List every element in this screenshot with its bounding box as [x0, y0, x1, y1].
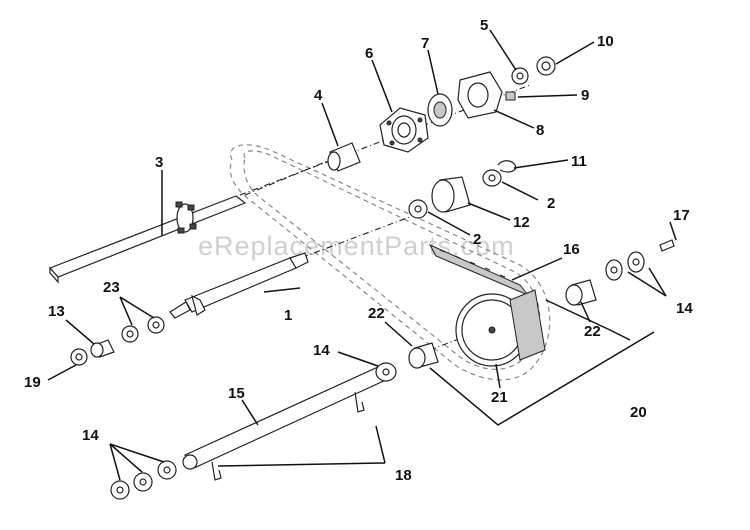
callout-15: 15: [228, 385, 245, 402]
callout-9: 9: [581, 87, 589, 104]
callout-2-lower: 2: [473, 231, 481, 248]
chain-outline: [229, 144, 551, 381]
callout-14-right: 14: [676, 300, 693, 317]
part-2-lower-washer: [408, 199, 428, 219]
part-21-sprocket: [455, 289, 546, 367]
callout-16: 16: [563, 241, 580, 258]
callout-14-upper: 14: [313, 342, 330, 359]
shaft-sprocket: [175, 201, 197, 234]
axis-lines: [239, 84, 531, 351]
callout-12: 12: [513, 214, 530, 231]
callout-14-lower: 14: [82, 427, 99, 444]
callout-11: 11: [571, 153, 587, 170]
part-17-bolt: [659, 239, 675, 252]
callout-1: 1: [284, 307, 292, 324]
callout-7: 7: [421, 35, 429, 52]
callout-18: 18: [395, 467, 412, 484]
part-11-clip: [497, 160, 517, 173]
part-13-spacer: [90, 339, 115, 358]
callout-4: 4: [314, 87, 323, 104]
part-23-washers: [121, 316, 165, 343]
part-15-pivot-rod: [182, 366, 389, 470]
part-8-plate: [457, 71, 503, 119]
leader-lines: [47, 29, 677, 481]
part-22-left-bushing: [408, 342, 439, 369]
part-9-small-nut: [505, 91, 516, 101]
callout-17: 17: [673, 207, 690, 224]
callout-19: 19: [24, 374, 41, 391]
part-19-nut: [70, 348, 88, 366]
callout-20: 20: [630, 404, 647, 421]
part-18-hairpin-clips: [211, 391, 365, 481]
callout-10: 10: [597, 33, 614, 50]
callout-2-upper: 2: [547, 195, 555, 212]
part-6-flange: [379, 107, 429, 153]
part-2-upper-washer: [482, 169, 502, 187]
part-1-threaded-shaft: [169, 252, 309, 319]
part-10-nut: [536, 56, 556, 76]
part-14-right-washers: [605, 251, 645, 281]
callout-22-left: 22: [368, 305, 385, 322]
callout-labels: 1 2 2 3 4 5 6 7 8 9 10 11 12 13 14 14 14…: [24, 17, 693, 484]
part-14-lower-washers: [110, 460, 177, 500]
callout-13: 13: [48, 303, 65, 320]
callout-3: 3: [155, 154, 163, 171]
callout-22-right: 22: [584, 323, 601, 340]
part-5-washer: [511, 67, 529, 85]
callout-8: 8: [536, 122, 544, 139]
callout-5: 5: [480, 17, 488, 34]
part-14-upper-washer: [375, 362, 397, 382]
watermark-text: eReplacementParts.com: [198, 231, 515, 261]
part-7-bearing: [427, 93, 453, 127]
part-3-shaft: [48, 195, 247, 284]
callout-21: 21: [491, 389, 508, 406]
part-22-right-bushing: [565, 279, 597, 306]
part-12-roller: [431, 176, 471, 213]
part-4-tube: [327, 142, 361, 172]
callout-6: 6: [365, 45, 373, 62]
callout-23: 23: [103, 279, 120, 296]
